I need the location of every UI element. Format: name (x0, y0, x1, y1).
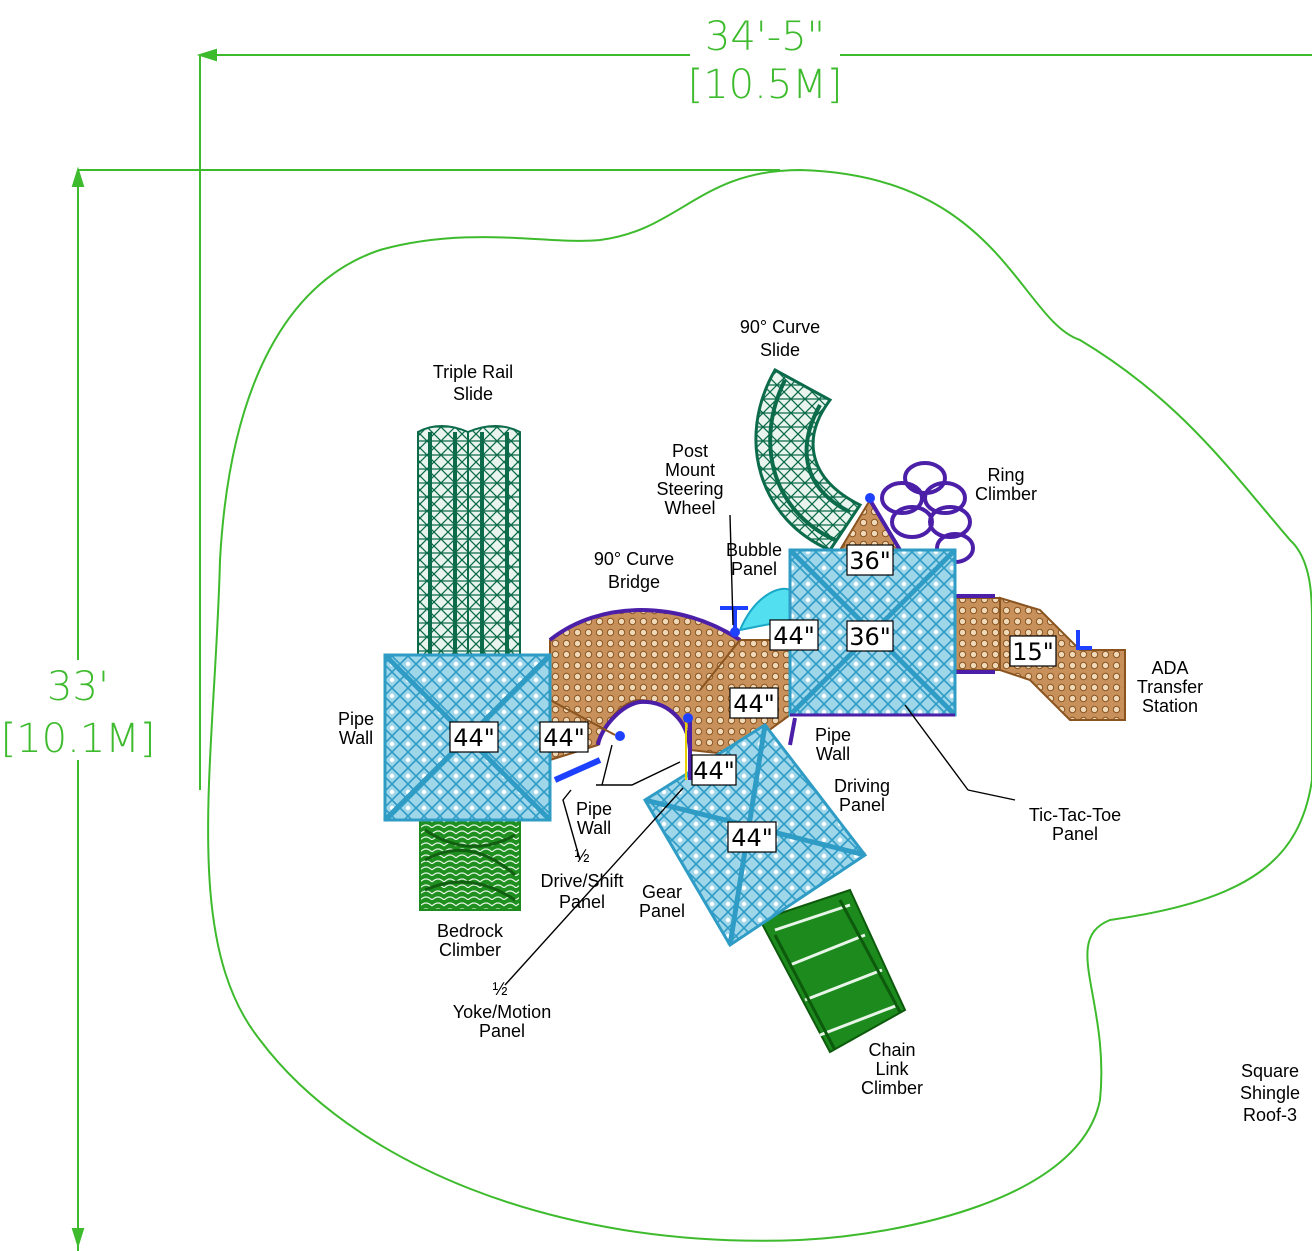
triple-rail-slide (417, 425, 521, 661)
height-box-top-36 (846, 544, 894, 576)
gear-panel-post (683, 713, 693, 723)
label-steering-wheel-4: Wheel (664, 498, 715, 518)
height-box-bridge-left (539, 721, 589, 753)
ring-climber (868, 461, 975, 564)
slide-post (865, 493, 875, 503)
label-roof-3: Roof-3 (1243, 1105, 1297, 1125)
label-tic-tac-toe-2: Panel (1052, 824, 1098, 844)
depth-label-bg (8, 660, 148, 760)
label-triple-rail-slide-1: Triple Rail (433, 362, 513, 382)
label-pipe-wall-center-1: Pipe (815, 725, 851, 745)
height-box-transfer (1009, 635, 1057, 667)
height-box-left-deck (449, 721, 499, 753)
label-ada-transfer-3: Station (1142, 696, 1198, 716)
leader-lines (504, 514, 1016, 986)
label-drive-shift-fraction: ½ (574, 846, 589, 866)
depth-m-label: [10.1M] (1, 716, 156, 762)
label-steering-wheel-3: Steering (656, 479, 723, 499)
pipe-walls (553, 717, 797, 783)
label-gear-panel-2: Panel (639, 901, 685, 921)
label-curve-slide-1: 90° Curve (740, 317, 820, 337)
height-box-center-right (769, 619, 819, 651)
label-bubble-panel-2: Panel (731, 559, 777, 579)
label-pipe-wall-left-2: Wall (339, 728, 373, 748)
height-mid-36: 36" (849, 623, 891, 651)
label-pipe-wall-right-2: Wall (577, 818, 611, 838)
label-ada-transfer-1: ADA (1151, 658, 1188, 678)
label-curve-bridge-2: Bridge (608, 572, 660, 592)
width-ft-label: 34'-5" (705, 14, 825, 60)
label-chain-link-3: Climber (861, 1078, 923, 1098)
depth-ft-label: 33' (47, 664, 109, 710)
height-box-driving-deck (727, 821, 777, 853)
height-bridge-left: 44" (543, 724, 585, 752)
width-label-bg (690, 10, 840, 110)
ada-transfer-station (954, 594, 1126, 721)
label-tic-tac-toe-1: Tic-Tac-Toe (1029, 805, 1121, 825)
label-drive-shift-2: Panel (559, 892, 605, 912)
label-steering-wheel-1: Post (672, 441, 708, 461)
label-bedrock-climber-1: Bedrock (437, 921, 504, 941)
component-labels: Triple Rail Slide 90° Curve Slide Post M… (338, 317, 1300, 1125)
height-top-36: 36" (849, 547, 891, 575)
label-triple-rail-slide-2: Slide (453, 384, 493, 404)
curve-slide (754, 367, 863, 552)
label-chain-link-1: Chain (868, 1040, 915, 1060)
safety-zone-boundary (207, 168, 1312, 1242)
height-center-right: 44" (773, 622, 815, 650)
label-ring-climber-2: Climber (975, 484, 1037, 504)
label-steering-wheel-2: Mount (665, 460, 715, 480)
label-curve-bridge-1: 90° Curve (594, 549, 674, 569)
label-ring-climber-1: Ring (987, 465, 1024, 485)
label-driving-panel-2: Panel (839, 795, 885, 815)
label-bubble-panel-1: Bubble (726, 540, 782, 560)
label-pipe-wall-right-1: Pipe (576, 799, 612, 819)
height-transfer: 15" (1012, 638, 1054, 666)
height-left-deck: 44" (453, 724, 495, 752)
label-ada-transfer-2: Transfer (1137, 677, 1203, 697)
label-chain-link-2: Link (875, 1059, 909, 1079)
label-roof-2: Shingle (1240, 1083, 1300, 1103)
label-pipe-wall-left-1: Pipe (338, 709, 374, 729)
bedrock-climber (419, 817, 521, 911)
height-box-small-center (691, 754, 737, 786)
height-box-center-deck (729, 687, 779, 719)
label-drive-shift-1: Drive/Shift (540, 871, 623, 891)
height-box-mid-36 (846, 620, 894, 652)
label-curve-slide-2: Slide (760, 340, 800, 360)
chain-link-climber (758, 888, 907, 1054)
height-small-center: 44" (693, 757, 735, 785)
label-yoke-motion-1: Yoke/Motion (453, 1002, 551, 1022)
width-m-label: [10.5M] (688, 62, 843, 108)
height-driving-deck: 44" (731, 824, 773, 852)
height-center-deck: 44" (733, 690, 775, 718)
pipe-wall-post (615, 731, 625, 741)
label-yoke-motion-fraction: ½ (492, 979, 507, 999)
label-pipe-wall-center-2: Wall (816, 744, 850, 764)
label-bedrock-climber-2: Climber (439, 940, 501, 960)
label-yoke-motion-2: Panel (479, 1021, 525, 1041)
label-roof-1: Square (1241, 1061, 1299, 1081)
label-driving-panel-1: Driving (834, 776, 890, 796)
label-gear-panel-1: Gear (642, 882, 682, 902)
